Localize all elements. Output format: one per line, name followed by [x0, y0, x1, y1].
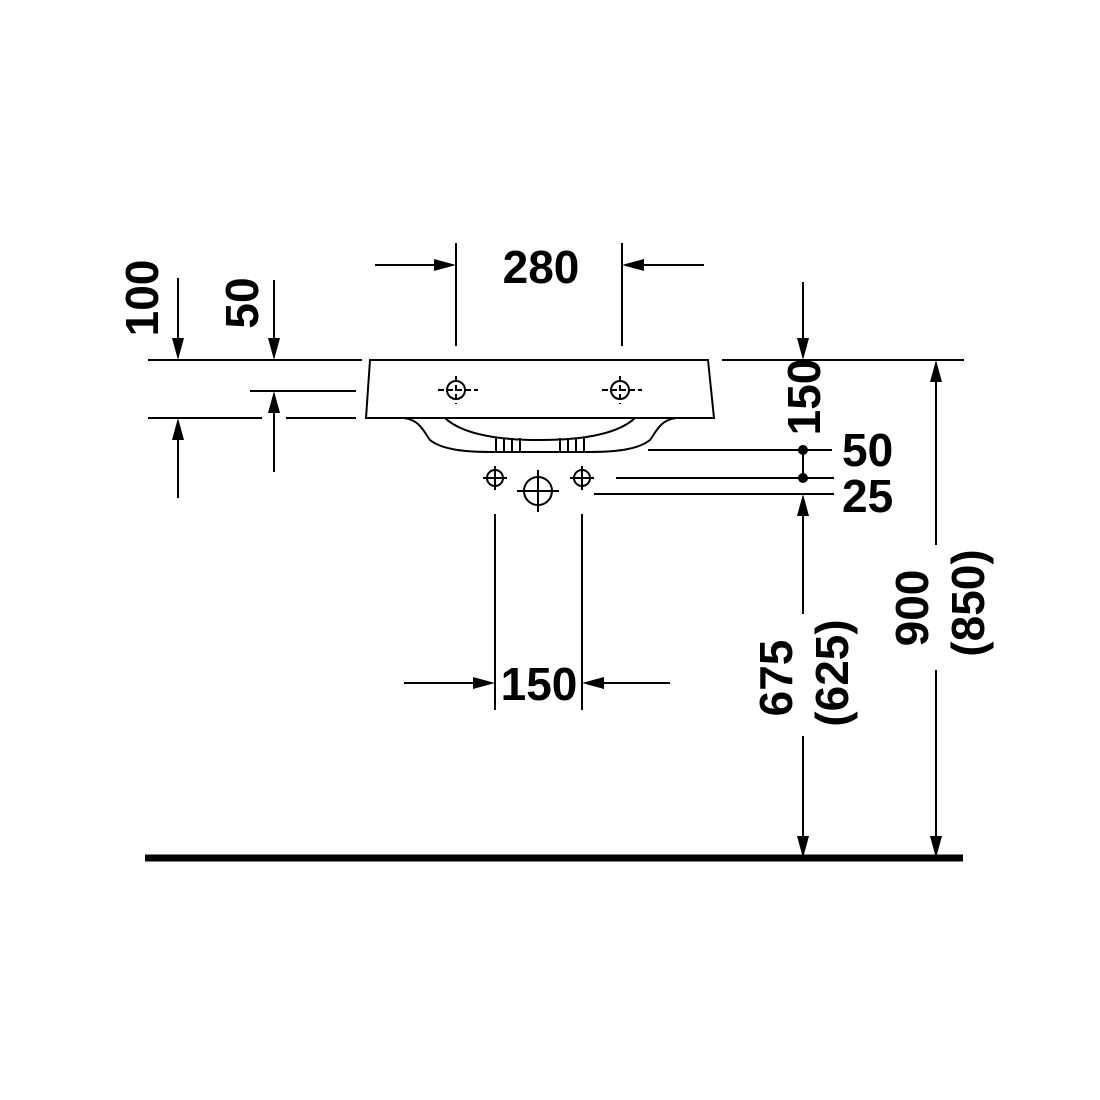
right-supply-connection-icon	[570, 466, 594, 490]
drain-connection-spacing-dimension	[404, 514, 670, 710]
drain-connection-icon	[517, 470, 559, 512]
drain-height-alt-label: (625)	[806, 619, 858, 726]
faucet-spacing-label: 280	[503, 241, 580, 293]
rim-height-alt-label: (850)	[942, 549, 994, 656]
drain-height-label: 675	[750, 640, 802, 717]
left-extension-lines	[148, 359, 362, 419]
basin-top-outline	[364, 359, 716, 419]
drain-height-dimension	[797, 494, 809, 858]
trap-lower-offset-label: 25	[842, 470, 893, 522]
basin-bowl-outline	[403, 417, 677, 453]
left-tap-hole-icon	[438, 376, 478, 404]
overall-depth-label: 100	[116, 260, 168, 337]
rim-height-dimension	[930, 360, 942, 858]
rim-height-label: 900	[886, 570, 938, 647]
bowl-depth-dimension	[797, 282, 809, 483]
faucet-spacing-dimension	[375, 243, 704, 346]
right-tap-hole-icon	[602, 376, 642, 404]
rim-thickness-label: 50	[216, 277, 268, 328]
overall-depth-dimension	[172, 278, 184, 498]
rim-thickness-dimension	[268, 280, 280, 472]
drain-stubs	[495, 438, 585, 452]
left-supply-connection-icon	[483, 466, 507, 490]
bowl-depth-label: 150	[778, 359, 830, 436]
basin-bowl-inner	[444, 417, 636, 442]
trap-upper-offset-label: 50	[842, 424, 893, 476]
drain-connection-spacing-label: 150	[501, 658, 578, 710]
